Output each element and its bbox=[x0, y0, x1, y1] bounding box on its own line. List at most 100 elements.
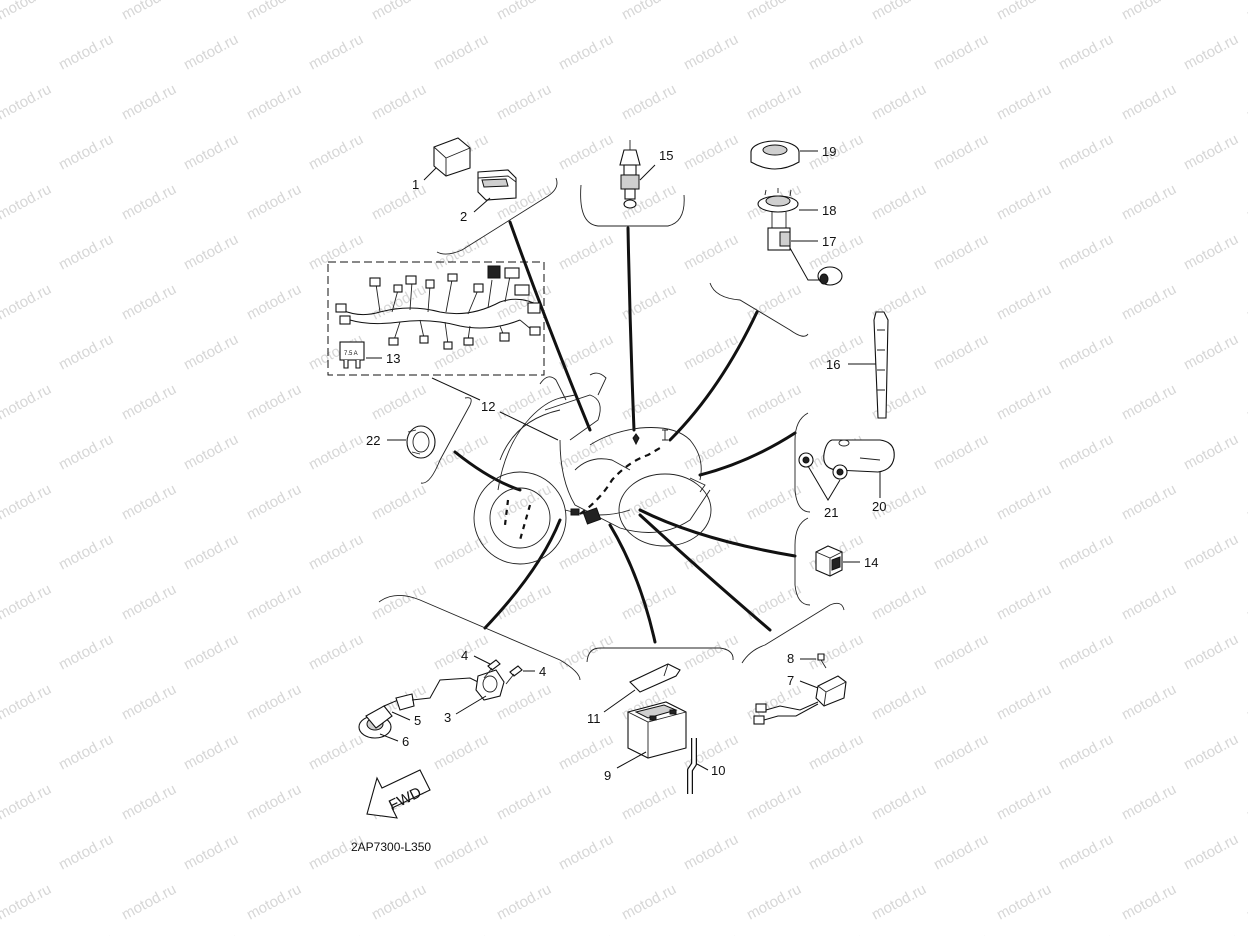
watermark-text: motod.ru bbox=[556, 431, 616, 474]
watermark-text: motod.ru bbox=[494, 0, 554, 24]
watermark-text: motod.ru bbox=[806, 631, 866, 674]
watermark-text: motod.ru bbox=[744, 81, 804, 124]
breather-pipe-part-10 bbox=[687, 738, 697, 794]
watermark-text: motod.ru bbox=[1119, 381, 1179, 424]
watermark-text: motod.ru bbox=[119, 81, 179, 124]
watermark-text: motod.ru bbox=[619, 481, 679, 524]
watermark-text: motod.ru bbox=[1181, 731, 1241, 774]
watermark-text: motod.ru bbox=[244, 81, 304, 124]
watermark-text: motod.ru bbox=[494, 81, 554, 124]
watermark-text: motod.ru bbox=[369, 881, 429, 924]
watermark-text: motod.ru bbox=[619, 381, 679, 424]
watermark-text: motod.ru bbox=[0, 581, 54, 624]
watermark-text: motod.ru bbox=[306, 931, 366, 936]
watermark-text: motod.ru bbox=[306, 631, 366, 674]
watermark-text: motod.ru bbox=[1181, 631, 1241, 674]
callout-22: 22 bbox=[366, 433, 380, 448]
watermark-text: motod.ru bbox=[181, 131, 241, 174]
watermark-text: motod.ru bbox=[994, 481, 1054, 524]
watermark-text: motod.ru bbox=[994, 681, 1054, 724]
watermark-text: motod.ru bbox=[1056, 531, 1116, 574]
watermark-text: motod.ru bbox=[869, 181, 929, 224]
watermark-text: motod.ru bbox=[556, 231, 616, 274]
watermark-text: motod.ru bbox=[681, 931, 741, 936]
watermark-text: motod.ru bbox=[931, 331, 991, 374]
watermark-text: motod.ru bbox=[306, 131, 366, 174]
sensor-part-15 bbox=[619, 140, 641, 209]
watermark-text: motod.ru bbox=[119, 481, 179, 524]
watermark-text: motod.ru bbox=[0, 381, 54, 424]
watermark-text: motod.ru bbox=[119, 181, 179, 224]
rectifier-part-7 bbox=[753, 675, 847, 725]
callout-12: 12 bbox=[481, 399, 495, 414]
callout-15: 15 bbox=[659, 148, 673, 163]
fuel-sender-unit-part-17 bbox=[767, 212, 843, 286]
watermark-text: motod.ru bbox=[0, 781, 54, 824]
watermark-text: motod.ru bbox=[619, 0, 679, 24]
callout-7: 7 bbox=[787, 673, 794, 688]
watermark-text: motod.ru bbox=[0, 281, 54, 324]
watermark-text: motod.ru bbox=[681, 631, 741, 674]
watermark-text: motod.ru bbox=[869, 881, 929, 924]
watermark-text: motod.ru bbox=[56, 31, 116, 74]
watermark-text: motod.ru bbox=[931, 231, 991, 274]
scooter-outline bbox=[473, 372, 712, 565]
spark-plug-cap-part-5 bbox=[365, 693, 415, 729]
watermark-text: motod.ru bbox=[1056, 831, 1116, 874]
watermark-text: motod.ru bbox=[181, 831, 241, 874]
watermark-text: motod.ru bbox=[244, 581, 304, 624]
watermark-text: motod.ru bbox=[869, 781, 929, 824]
watermark-text: motod.ru bbox=[1181, 831, 1241, 874]
watermark-text: motod.ru bbox=[1181, 931, 1241, 936]
watermark-text: motod.ru bbox=[119, 881, 179, 924]
callout-5: 5 bbox=[414, 713, 421, 728]
watermark-text: motod.ru bbox=[994, 281, 1054, 324]
watermark-text: motod.ru bbox=[1244, 781, 1248, 824]
watermark-text: motod.ru bbox=[931, 131, 991, 174]
watermark-text: motod.ru bbox=[0, 881, 54, 924]
callout-4b: 4 bbox=[539, 664, 546, 679]
relay-part-1 bbox=[433, 137, 471, 177]
watermark-text: motod.ru bbox=[0, 181, 54, 224]
watermark-text: motod.ru bbox=[1181, 31, 1241, 74]
watermark-text: motod.ru bbox=[119, 781, 179, 824]
watermark-text: motod.ru bbox=[181, 31, 241, 74]
watermark-text: motod.ru bbox=[1244, 581, 1248, 624]
watermark-text: motod.ru bbox=[994, 0, 1054, 24]
flasher-part-22 bbox=[406, 425, 436, 459]
callout-19: 19 bbox=[822, 144, 836, 159]
watermark-text: motod.ru bbox=[0, 481, 54, 524]
watermark-text: motod.ru bbox=[806, 731, 866, 774]
watermark-text: motod.ru bbox=[56, 831, 116, 874]
watermark-text: motod.ru bbox=[1119, 281, 1179, 324]
watermark-text: motod.ru bbox=[556, 31, 616, 74]
watermark-text: motod.ru bbox=[994, 381, 1054, 424]
watermark-text: motod.ru bbox=[681, 31, 741, 74]
watermark-text: motod.ru bbox=[181, 731, 241, 774]
watermark-text: motod.ru bbox=[431, 31, 491, 74]
screw-part-8 bbox=[817, 653, 827, 669]
watermark-text: motod.ru bbox=[681, 231, 741, 274]
watermark-text: motod.ru bbox=[1056, 231, 1116, 274]
watermark-text: motod.ru bbox=[56, 631, 116, 674]
watermark-text: motod.ru bbox=[244, 281, 304, 324]
fuse-part-13: 7.5 A bbox=[339, 341, 365, 369]
fuel-level-plate-part-18 bbox=[757, 188, 799, 213]
forward-arrow: FWD bbox=[366, 769, 431, 819]
routed-harness-dashes bbox=[503, 429, 668, 541]
watermark-text: motod.ru bbox=[1244, 0, 1248, 24]
watermark-text: motod.ru bbox=[1056, 731, 1116, 774]
routing-lines bbox=[453, 220, 797, 644]
watermark-text: motod.ru bbox=[244, 481, 304, 524]
watermark-text: motod.ru bbox=[181, 931, 241, 936]
screw-part-4 bbox=[483, 659, 523, 685]
watermark-text: motod.ru bbox=[931, 531, 991, 574]
watermark-text: motod.ru bbox=[1056, 331, 1116, 374]
watermark-text: motod.ru bbox=[306, 731, 366, 774]
watermark-text: motod.ru bbox=[994, 881, 1054, 924]
watermark-text: motod.ru bbox=[1244, 881, 1248, 924]
watermark-text: motod.ru bbox=[1056, 131, 1116, 174]
watermark-text: motod.ru bbox=[681, 131, 741, 174]
watermark-text: motod.ru bbox=[119, 381, 179, 424]
gasket-part-19 bbox=[750, 140, 800, 170]
